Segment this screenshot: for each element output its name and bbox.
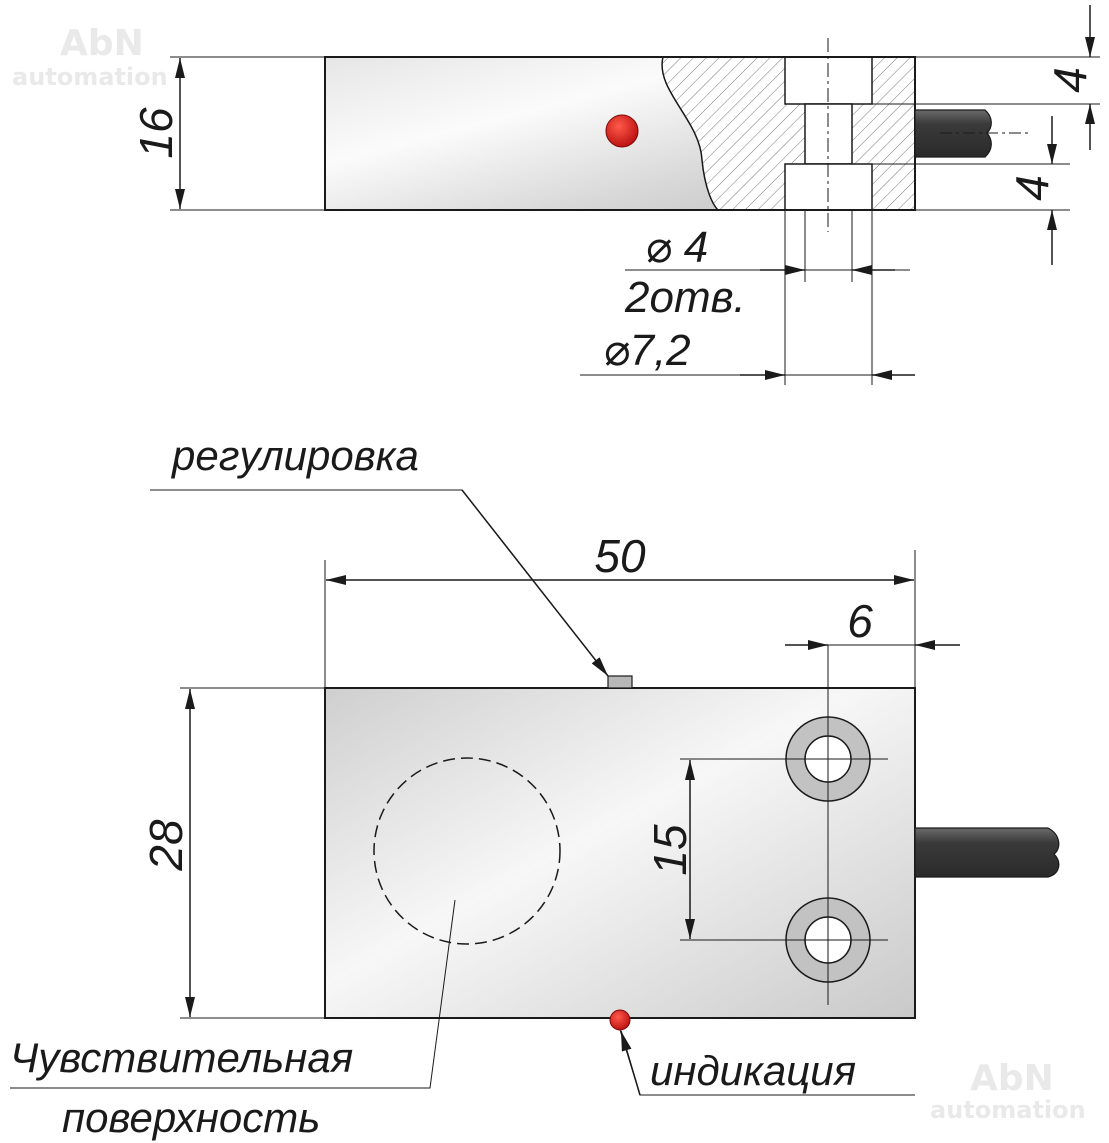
- dim-label-counterbore: ⌀7,2: [603, 326, 691, 375]
- indicator-led-side: [605, 114, 639, 148]
- dim-label-top-offset: 4: [1044, 67, 1096, 93]
- label-adjust: регулировка: [170, 432, 419, 479]
- watermark-sub-top: automation: [12, 63, 168, 91]
- leader-indicator: [620, 1030, 641, 1096]
- dim-label-hole-diameter: ⌀ 4: [645, 223, 708, 272]
- dim-label-edge-offset: 6: [847, 595, 873, 647]
- dim-label-hole-count: 2отв.: [624, 273, 746, 322]
- label-sense-line1: Чувствительная: [10, 1034, 353, 1081]
- leader-sense: [10, 899, 456, 1089]
- dim-label-bottom-offset: 4: [1006, 175, 1058, 201]
- watermark-brand-top: AbN: [60, 23, 144, 64]
- dim-label-hole-spacing: 15: [644, 824, 696, 876]
- watermark-brand-bottom: AbN: [970, 1058, 1054, 1099]
- sensing-surface: [373, 757, 561, 945]
- label-indicator: индикация: [650, 1047, 856, 1094]
- break-line: [661, 56, 719, 211]
- label-sense-line2: поверхность: [62, 1094, 320, 1141]
- cable-top: [914, 827, 1060, 878]
- adjustment-screw: [607, 675, 633, 689]
- dim-label-height-side: 16: [130, 107, 182, 159]
- side-view: 16 4 4 ⌀ 4 2отв. ⌀7,2: [130, 5, 1100, 385]
- watermark-sub-bottom: automation: [930, 1096, 1086, 1124]
- top-view: 50 6 28 15 регулировка индикация Чувстви…: [10, 432, 1060, 1141]
- indicator-led-top: [609, 1009, 631, 1031]
- dim-label-height-top: 28: [140, 819, 192, 872]
- leader-adjust: [461, 489, 609, 677]
- dim-label-width: 50: [594, 530, 646, 582]
